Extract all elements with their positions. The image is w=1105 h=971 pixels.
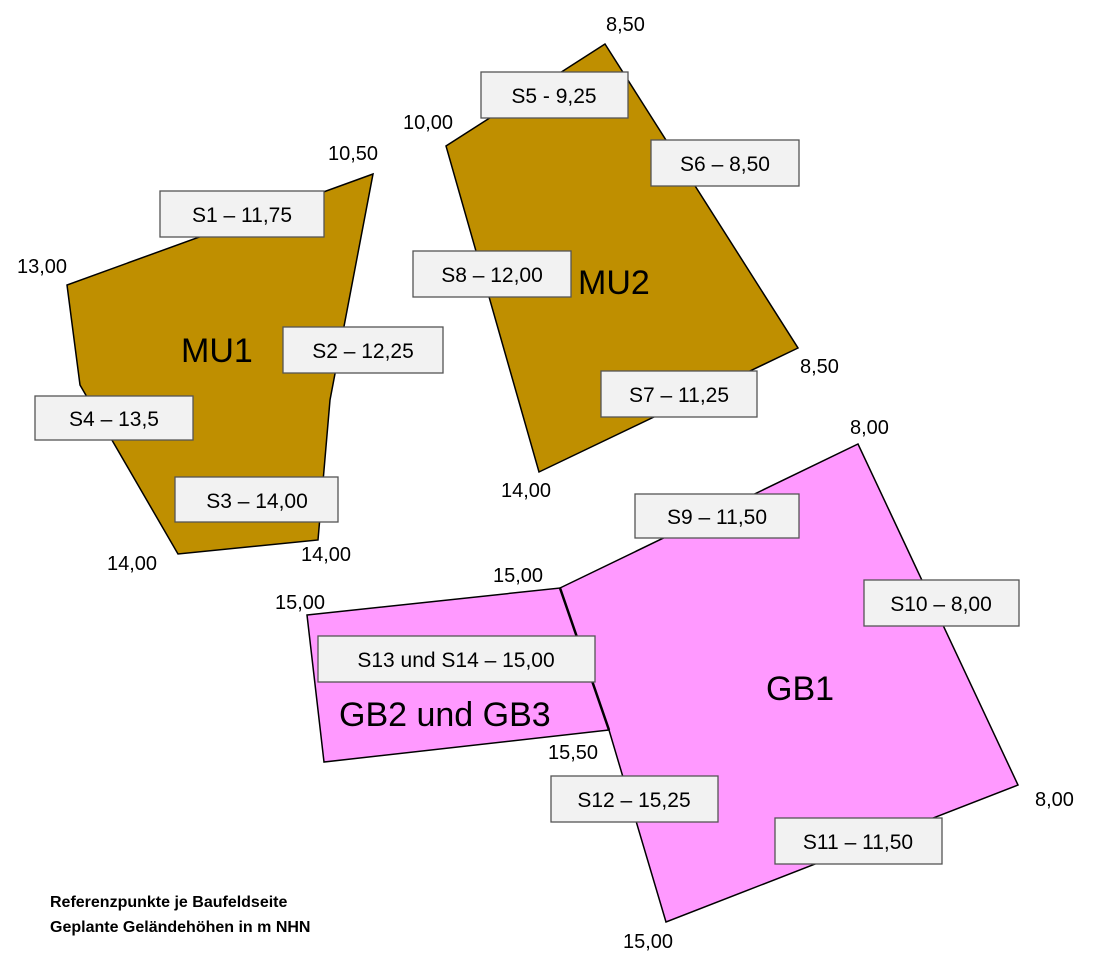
corner-height: 14,00: [501, 480, 551, 502]
corner-height: 8,50: [800, 356, 839, 378]
corner-height: 10,00: [403, 112, 453, 134]
reference-tag-s2: S2 – 12,25: [282, 326, 444, 374]
svg-text:S12 – 15,25: S12 – 15,25: [577, 789, 690, 812]
corner-height: 8,00: [1035, 789, 1074, 811]
corner-height: 14,00: [301, 544, 351, 566]
area-label-mu2: MU2: [578, 264, 650, 302]
svg-text:S11 – 11,50: S11 – 11,50: [803, 831, 913, 854]
reference-tag-s9: S9 – 11,50: [634, 493, 800, 539]
legend-line-2: Geplante Geländehöhen in m NHN: [50, 919, 310, 936]
corner-height: 15,00: [623, 931, 673, 953]
reference-tag-s8: S8 – 12,00: [412, 250, 572, 298]
legend-line-1: Referenzpunkte je Baufeldseite: [50, 894, 288, 911]
svg-text:S13 und S14 – 15,00: S13 und S14 – 15,00: [357, 649, 554, 672]
reference-tag-s13-s14: S13 und S14 – 15,00: [317, 635, 596, 683]
corner-height: 15,00: [493, 565, 543, 587]
reference-tag-s5: S5 - 9,25: [480, 71, 629, 119]
corner-height: 15,00: [275, 592, 325, 614]
reference-tag-s11: S11 – 11,50: [774, 817, 943, 865]
svg-text:S9 – 11,50: S9 – 11,50: [667, 506, 767, 529]
svg-text:S5 - 9,25: S5 - 9,25: [511, 85, 596, 108]
mu1-field: [66, 172, 374, 555]
reference-tag-s7: S7 – 11,25: [600, 370, 758, 418]
svg-text:S7 – 11,25: S7 – 11,25: [629, 384, 729, 407]
area-label-gb1: GB1: [766, 670, 834, 708]
svg-text:S10 – 8,00: S10 – 8,00: [890, 593, 992, 616]
svg-text:S1 – 11,75: S1 – 11,75: [192, 204, 292, 227]
reference-tag-s3: S3 – 14,00: [174, 476, 339, 523]
svg-text:S2 – 12,25: S2 – 12,25: [312, 340, 414, 363]
svg-text:S3 – 14,00: S3 – 14,00: [206, 490, 308, 513]
reference-tag-s12: S12 – 15,25: [550, 775, 719, 823]
reference-tag-s6: S6 – 8,50: [650, 139, 800, 187]
reference-tag-s1: S1 – 11,75: [159, 190, 325, 238]
corner-height: 14,00: [107, 553, 157, 575]
reference-tag-s10: S10 – 8,00: [863, 579, 1020, 627]
corner-height: 13,00: [17, 256, 67, 278]
svg-text:S6 – 8,50: S6 – 8,50: [680, 153, 770, 176]
corner-height: 15,50: [548, 742, 598, 764]
corner-height: 10,50: [328, 143, 378, 165]
area-label-gb23: GB2 und GB3: [339, 696, 551, 734]
corner-height: 8,50: [606, 14, 645, 36]
svg-text:S8 – 12,00: S8 – 12,00: [441, 264, 543, 287]
corner-height: 8,00: [850, 417, 889, 439]
area-label-mu1: MU1: [181, 332, 253, 370]
reference-tag-s4: S4 – 13,5: [34, 395, 194, 441]
svg-text:S4 – 13,5: S4 – 13,5: [69, 408, 159, 431]
